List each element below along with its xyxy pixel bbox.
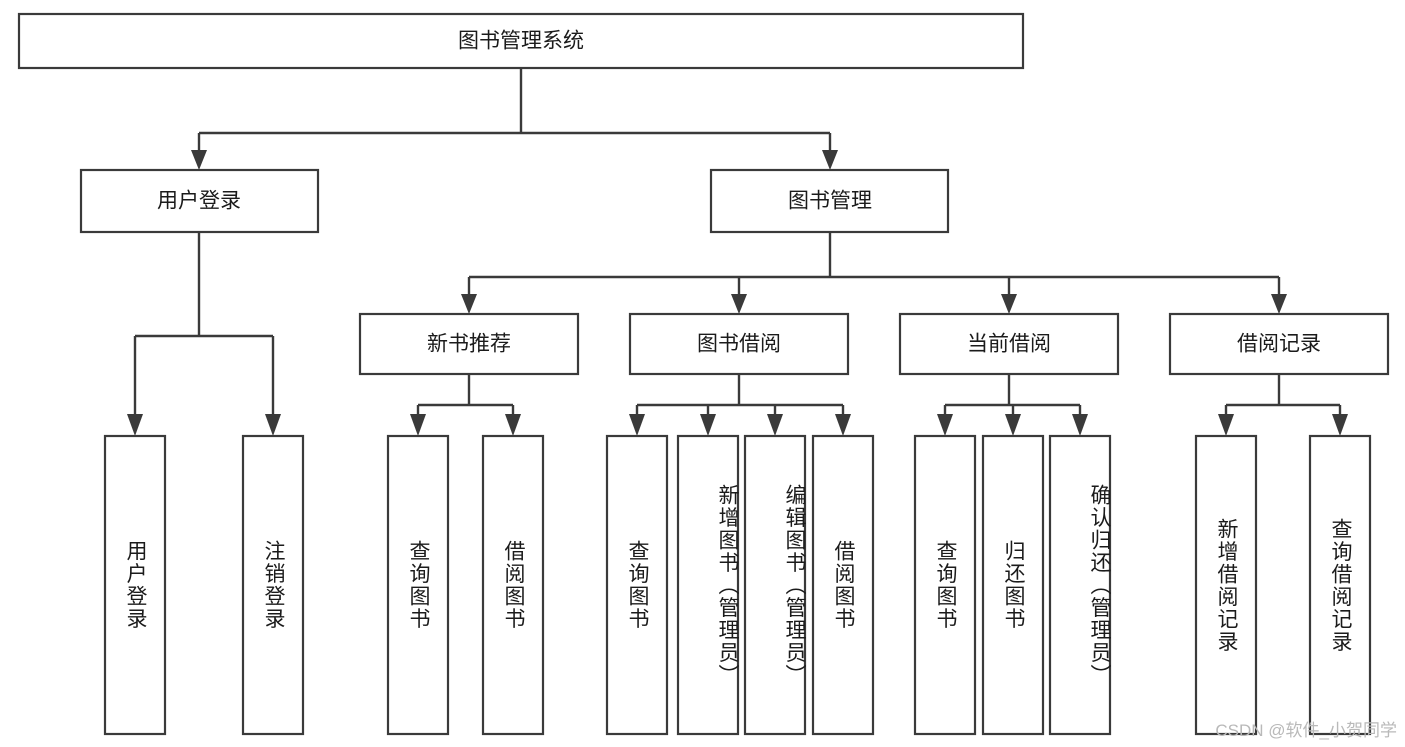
arrow-user-login bbox=[191, 150, 207, 170]
leaf-return-book-box[interactable] bbox=[981, 434, 1045, 736]
node-book-management-box[interactable] bbox=[709, 168, 950, 234]
leaf-confirm-return-label: 确认归还（管理员） bbox=[1088, 483, 1111, 687]
leaf-borrow-book-1-label: 借阅图书 bbox=[502, 540, 526, 630]
leaf-add-book-box[interactable] bbox=[676, 434, 740, 736]
leaf-query-book-2-box[interactable] bbox=[605, 434, 669, 736]
leaf-return-book-label: 归还图书 bbox=[1002, 540, 1026, 630]
leaf-query-book-1-label: 查询图书 bbox=[407, 540, 431, 630]
arrow-current-borrow bbox=[1001, 294, 1017, 314]
node-user-login-box[interactable] bbox=[79, 168, 320, 234]
leaf-query-book-3-label: 查询图书 bbox=[934, 540, 958, 630]
leaf-add-record-label: 新增借阅记录 bbox=[1215, 517, 1239, 653]
node-book-management-label: 图书管理 bbox=[788, 190, 872, 213]
leaf-box-layer bbox=[103, 434, 1372, 736]
node-book-management[interactable]: 图书管理 bbox=[709, 168, 950, 234]
node-root-label: 图书管理系统 bbox=[458, 30, 584, 53]
watermark-text: CSDN @软件_小贺同学 bbox=[1215, 721, 1397, 740]
arrow-leaf-add-book bbox=[700, 414, 716, 436]
leaf-add-record-box[interactable] bbox=[1194, 434, 1258, 736]
node-book-borrow-box[interactable] bbox=[628, 312, 850, 376]
connector-layer bbox=[127, 68, 1348, 436]
leaf-query-book-2-label: 查询图书 bbox=[626, 540, 650, 630]
node-user-login-label: 用户登录 bbox=[157, 190, 241, 213]
arrow-new-book-recommend bbox=[461, 294, 477, 314]
leaf-edit-book-label: 编辑图书（管理员） bbox=[783, 483, 806, 687]
leaf-add-book-label: 新增图书（管理员） bbox=[716, 483, 739, 687]
leaf-user-login-box[interactable] bbox=[103, 434, 167, 736]
arrow-leaf-user-login bbox=[127, 414, 143, 436]
node-borrow-record-label: 借阅记录 bbox=[1237, 333, 1321, 356]
node-root-box[interactable] bbox=[17, 12, 1025, 70]
node-new-book-recommend[interactable]: 新书推荐 bbox=[358, 312, 580, 376]
leaf-borrow-book-2-label: 借阅图书 bbox=[832, 540, 856, 630]
node-current-borrow-box[interactable] bbox=[898, 312, 1120, 376]
arrow-leaf-add-record bbox=[1218, 414, 1234, 436]
arrow-leaf-query-book-1 bbox=[410, 414, 426, 436]
arrow-borrow-record bbox=[1271, 294, 1287, 314]
leaf-query-book-1-box[interactable] bbox=[386, 434, 450, 736]
node-book-borrow[interactable]: 图书借阅 bbox=[628, 312, 850, 376]
node-borrow-record[interactable]: 借阅记录 bbox=[1168, 312, 1390, 376]
leaf-logout-login-box[interactable] bbox=[241, 434, 305, 736]
leaf-query-record-label: 查询借阅记录 bbox=[1329, 517, 1353, 653]
arrow-leaf-confirm-return bbox=[1072, 414, 1088, 436]
leaf-confirm-return-box[interactable] bbox=[1048, 434, 1112, 736]
node-root[interactable]: 图书管理系统 bbox=[17, 12, 1025, 70]
arrow-leaf-logout-login bbox=[265, 414, 281, 436]
node-current-borrow[interactable]: 当前借阅 bbox=[898, 312, 1120, 376]
leaf-borrow-book-1-box[interactable] bbox=[481, 434, 545, 736]
arrow-book-management bbox=[822, 150, 838, 170]
arrow-leaf-query-book-3 bbox=[937, 414, 953, 436]
arrow-leaf-borrow-book-1 bbox=[505, 414, 521, 436]
arrow-leaf-return-book bbox=[1005, 414, 1021, 436]
leaf-user-login-label: 用户登录 bbox=[124, 540, 148, 630]
node-new-book-recommend-box[interactable] bbox=[358, 312, 580, 376]
node-current-borrow-label: 当前借阅 bbox=[967, 333, 1051, 356]
arrow-leaf-borrow-book-2 bbox=[835, 414, 851, 436]
arrow-leaf-query-book-2 bbox=[629, 414, 645, 436]
arrow-leaf-edit-book bbox=[767, 414, 783, 436]
leaf-query-record-box[interactable] bbox=[1308, 434, 1372, 736]
node-borrow-record-box[interactable] bbox=[1168, 312, 1390, 376]
arrow-leaf-query-record bbox=[1332, 414, 1348, 436]
leaf-borrow-book-2-box[interactable] bbox=[811, 434, 875, 736]
node-new-book-recommend-label: 新书推荐 bbox=[427, 333, 511, 356]
node-book-borrow-label: 图书借阅 bbox=[697, 333, 781, 356]
leaf-logout-login-label: 注销登录 bbox=[262, 540, 286, 630]
leaf-edit-book-box[interactable] bbox=[743, 434, 807, 736]
leaf-query-book-3-box[interactable] bbox=[913, 434, 977, 736]
arrow-book-borrow bbox=[731, 294, 747, 314]
node-user-login[interactable]: 用户登录 bbox=[79, 168, 320, 234]
